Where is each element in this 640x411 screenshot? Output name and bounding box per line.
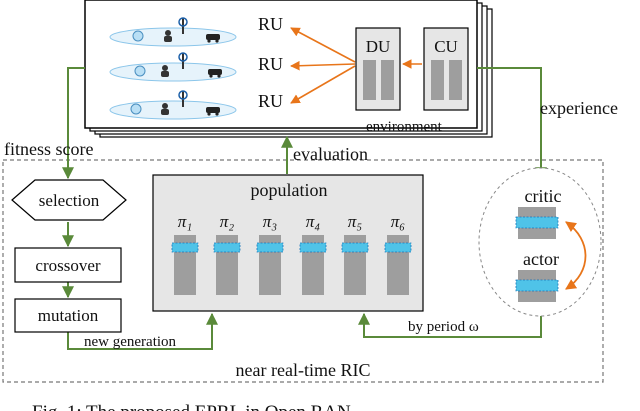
du-label: DU: [366, 37, 391, 56]
policy-label-5: π₅: [348, 212, 363, 231]
critic-actor-link: [565, 221, 587, 290]
antenna-icon: [178, 90, 188, 107]
policy-label-3: π₃: [263, 212, 278, 231]
policy-label-6: π₆: [391, 212, 406, 231]
cu-label: CU: [434, 37, 458, 56]
policy-6: [384, 235, 412, 295]
edges: [62, 67, 547, 350]
person-icon: [164, 30, 172, 42]
policy-label-1: π₁: [178, 212, 192, 231]
actor-network: [515, 270, 559, 302]
cell-row-1: [109, 17, 237, 47]
by-period-label: by period ω: [408, 319, 479, 335]
crossover-node: [14, 247, 122, 283]
policy-label-4: π₄: [306, 212, 321, 231]
selection-node: [11, 179, 127, 221]
ru-label-3: RU: [258, 91, 283, 111]
du-box: [355, 27, 401, 111]
ru-label-2: RU: [258, 54, 283, 74]
fitness-score-label: fitness score: [4, 139, 93, 159]
antenna-icon: [178, 17, 188, 34]
critic-network: [515, 207, 559, 239]
ric-label: near real-time RIC: [236, 360, 371, 380]
ru-label-1: RU: [258, 14, 283, 34]
policy-4: [299, 235, 327, 295]
policy-3: [256, 235, 284, 295]
cell-row-2: [109, 52, 237, 82]
globe-icon: [134, 65, 146, 77]
selection-label: selection: [39, 191, 100, 210]
globe-icon: [132, 30, 144, 42]
policy-label-2: π₂: [220, 212, 235, 231]
experience-label: experience: [540, 98, 618, 118]
person-icon: [161, 65, 169, 77]
cell-row-3: [109, 90, 237, 120]
crossover-label: crossover: [35, 256, 100, 275]
critic-label: critic: [525, 186, 562, 206]
population-label: population: [251, 180, 328, 200]
mutation-node: [14, 298, 122, 333]
actor-label: actor: [523, 249, 559, 269]
du-to-ru-arrows: [290, 27, 422, 104]
evaluation-label: evaluation: [293, 144, 368, 164]
car-icon: [206, 34, 220, 43]
environment-label: environment: [366, 119, 443, 135]
figure-caption: Fig. 1: The proposed EPRL in Open RAN: [32, 402, 351, 411]
globe-icon: [130, 103, 142, 115]
ric-region: [2, 159, 604, 383]
antenna-icon: [178, 52, 188, 69]
policy-5: [341, 235, 369, 295]
mutation-label: mutation: [38, 306, 99, 325]
car-icon: [208, 69, 222, 78]
new-generation-label: new generation: [84, 334, 177, 350]
cu-box: [423, 27, 469, 111]
person-icon: [161, 103, 169, 115]
car-icon: [206, 107, 220, 116]
policy-2: [213, 235, 241, 295]
policy-1: [171, 235, 199, 295]
